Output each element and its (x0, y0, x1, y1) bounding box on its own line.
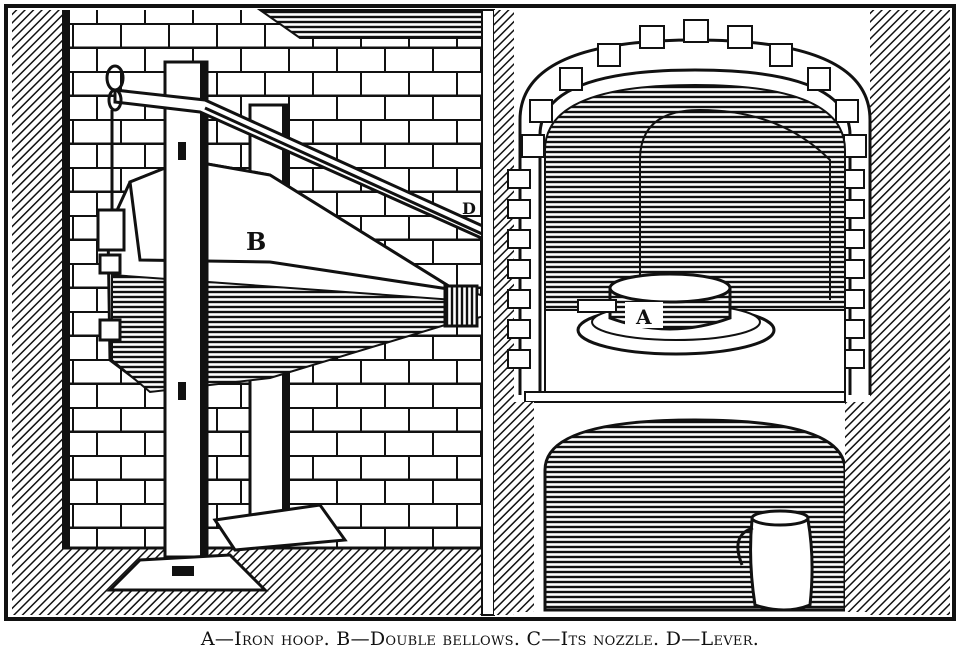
label-d: D (462, 199, 476, 218)
figure-caption: A—Iron hoop. B—Double bellows. C—Its noz… (0, 628, 960, 658)
woodcut-illustration: B D (4, 4, 956, 621)
caption-text: A—Iron hoop. B—Double bellows. C—Its noz… (200, 628, 760, 650)
label-a: A (635, 305, 652, 329)
iron-hoop (576, 272, 776, 356)
jug (736, 509, 814, 612)
furnace-scene: A (494, 10, 950, 615)
workshop-scene: B D (12, 9, 543, 615)
chain (96, 64, 126, 342)
label-b: B (246, 227, 266, 256)
